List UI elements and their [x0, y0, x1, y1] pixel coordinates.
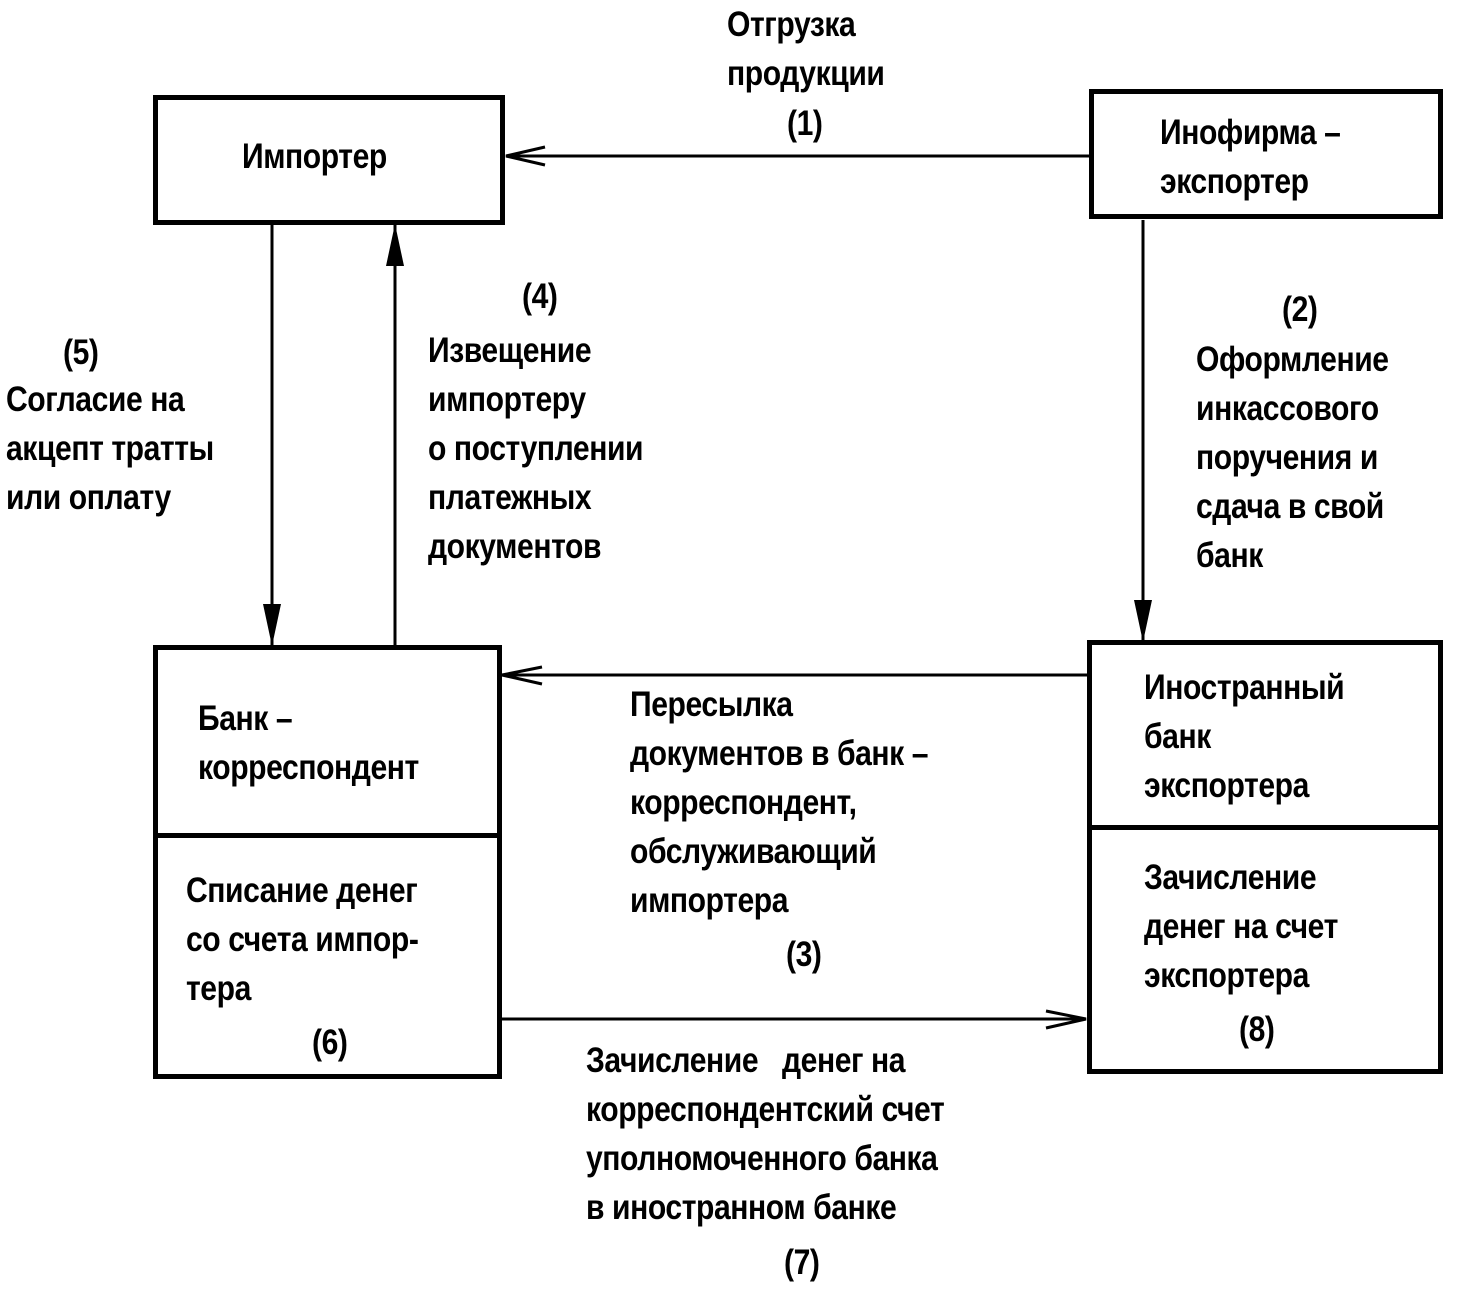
edge-collection-order-text: Оформление инкассового поручения и сдача… [1196, 340, 1389, 575]
node-correspondent-bank-divider [158, 833, 497, 838]
edge-consent-text: Согласие на акцепт тратты или оплату [6, 380, 214, 517]
node-foreign-bank: Иностранный банк экспортера Зачисление д… [1087, 640, 1443, 1074]
node-correspondent-bank-action: Списание денег со счета импор- тера [186, 871, 419, 1008]
node-foreign-bank-action: Зачисление денег на счет экспортера [1144, 858, 1338, 995]
edge-shipment-step: (1) [787, 104, 823, 143]
edge-consent-step: (5) [63, 333, 99, 372]
node-correspondent-bank-label: Банк – корреспондент [198, 699, 419, 787]
node-foreign-bank-divider [1092, 825, 1438, 830]
node-correspondent-bank: Банк – корреспондент Списание денег со с… [153, 645, 502, 1079]
edge-notify-importer-step: (4) [522, 277, 558, 316]
edge-forward-documents-text: Пересылка документов в банк – корреспонд… [630, 685, 929, 920]
node-exporter: Инофирма – экспортер [1089, 89, 1443, 219]
edge-consent-arrowhead [263, 604, 281, 646]
edge-notify-importer-text: Извещение импортеру о поступлении платеж… [428, 331, 644, 566]
node-correspondent-bank-step: (6) [312, 1023, 348, 1062]
edge-forward-documents-step: (3) [786, 935, 822, 974]
edge-credit-step: (7) [784, 1243, 820, 1282]
node-exporter-label: Инофирма – экспортер [1160, 113, 1341, 201]
node-foreign-bank-label: Иностранный банк экспортера [1144, 668, 1345, 805]
edge-credit-arrowhead [1045, 1009, 1087, 1030]
edge-shipment-arrowhead [505, 145, 546, 167]
edge-forward-documents-arrowhead [501, 665, 543, 686]
node-foreign-bank-step: (8) [1239, 1010, 1275, 1049]
edge-shipment-text: Отгрузка продукции [727, 5, 885, 93]
edge-collection-order-step: (2) [1282, 290, 1318, 329]
node-importer: Импортер [153, 95, 505, 225]
edge-notify-importer-arrowhead [386, 224, 404, 266]
edge-collection-order-arrowhead [1134, 600, 1152, 642]
edge-credit-text: Зачисление денег на корреспондентский сч… [586, 1041, 945, 1227]
node-importer-label: Импортер [242, 137, 387, 176]
